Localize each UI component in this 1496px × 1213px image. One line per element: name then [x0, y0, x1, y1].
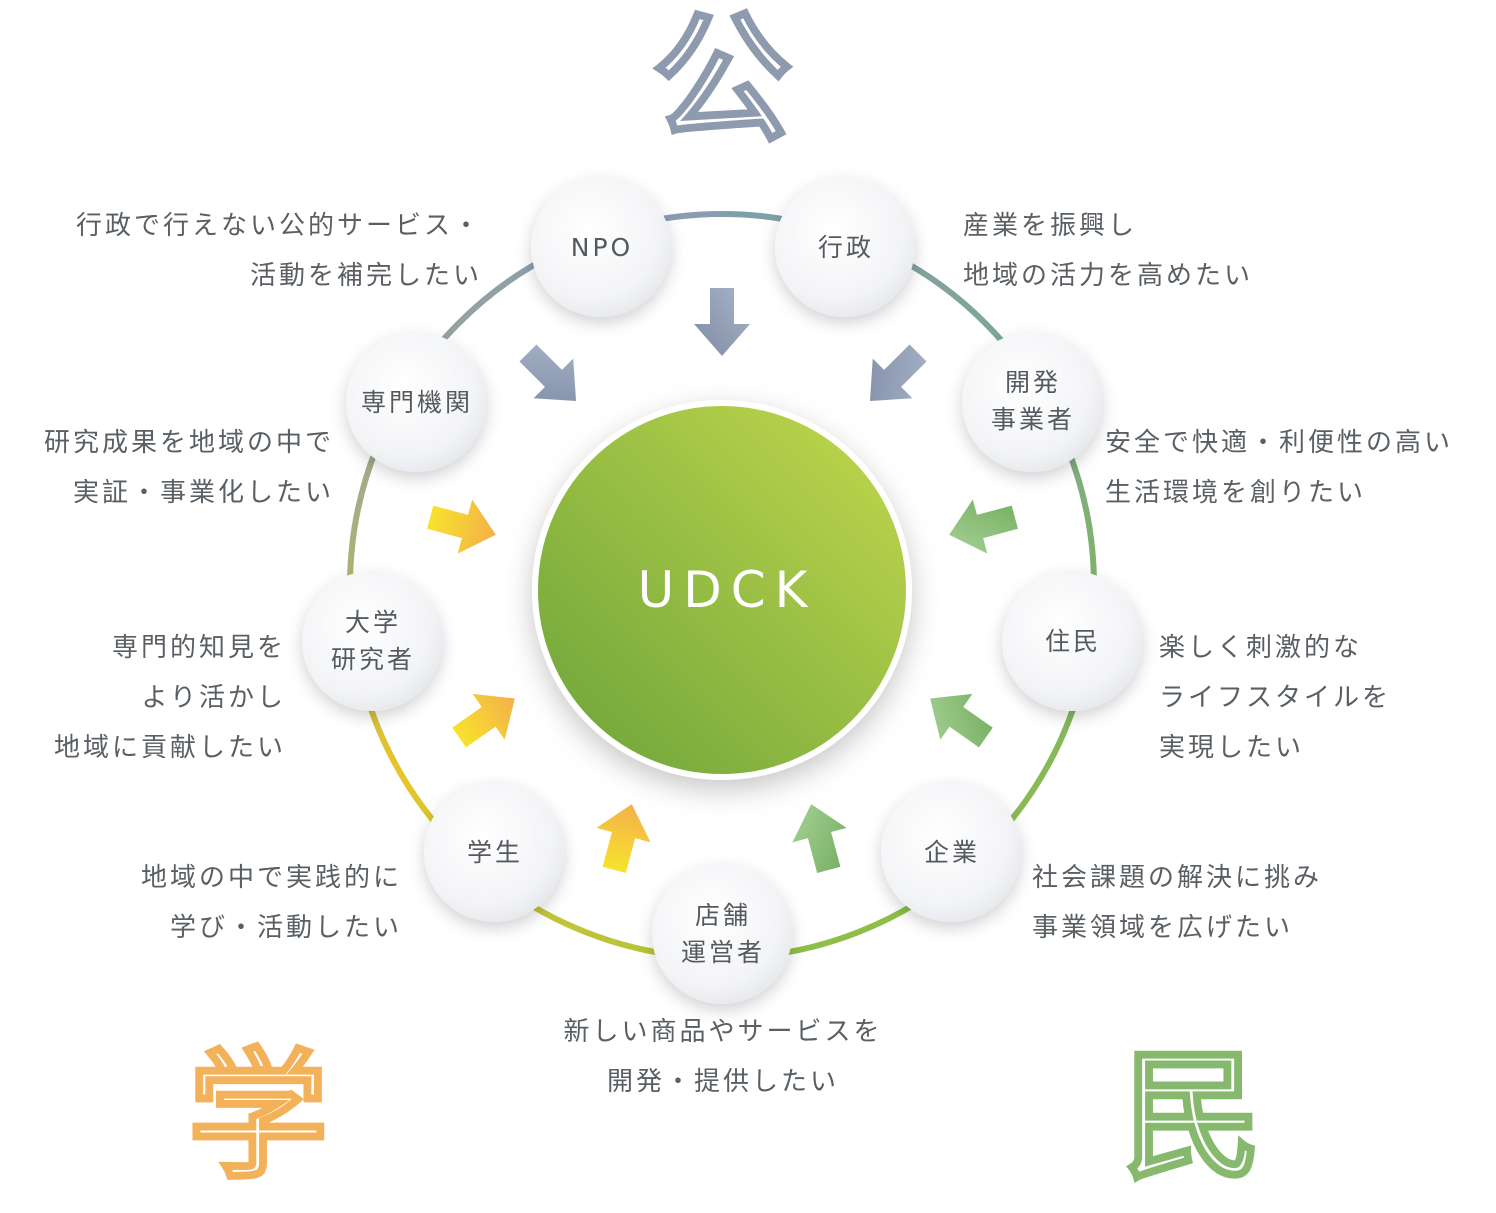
desc-line: 実現したい	[1159, 733, 1304, 763]
arrow-mid-right	[949, 499, 1018, 554]
desc-line: 専門的知見を	[112, 633, 286, 663]
center-label: UDCK	[638, 561, 817, 619]
node-label: NPO	[571, 233, 633, 262]
desc-line: 生活環境を創りたい	[1105, 478, 1366, 508]
desc-line: 実証・事業化したい	[73, 478, 334, 508]
node-jumin: 住民	[1002, 571, 1142, 711]
node-label: 運営者	[681, 938, 765, 967]
node-label: 事業者	[991, 405, 1075, 434]
desc-line: 行政で行えない公的サービス・	[76, 211, 482, 241]
desc-line: 社会課題の解決に挑み	[1032, 863, 1322, 893]
desc-line: 研究成果を地域の中で	[44, 428, 334, 458]
node-label: 開発	[1005, 368, 1061, 397]
arrow-lower-right	[930, 693, 993, 748]
desc-kaihatsu: 安全で快適・利便性の高い 生活環境を創りたい	[1105, 428, 1453, 508]
node-label: 住民	[1045, 627, 1101, 656]
node-kaihatsu: 開発 事業者	[962, 332, 1102, 472]
node-senmon: 専門機関	[346, 332, 486, 472]
desc-daigaku: 専門的知見を より活かし 地域に貢献したい	[54, 633, 286, 763]
node-label: 大学	[345, 608, 401, 637]
desc-gyosei: 産業を振興し 地域の活力を高めたい	[963, 211, 1253, 291]
desc-line: 地域に貢献したい	[54, 733, 286, 763]
desc-line: 地域の活力を高めたい	[963, 261, 1253, 291]
arrow-mid-left	[427, 499, 496, 554]
node-label: 研究者	[331, 645, 415, 674]
arrow-upper-left	[519, 344, 577, 402]
desc-line: 活動を補完したい	[250, 261, 482, 291]
desc-line: 学び・活動したい	[170, 913, 402, 943]
desc-line: 楽しく刺激的な	[1159, 633, 1362, 663]
desc-jumin: 楽しく刺激的な ライフスタイルを 実現したい	[1159, 633, 1391, 763]
node-npo: NPO	[531, 177, 671, 317]
node-label: 企業	[924, 838, 980, 867]
arrow-bottom-left	[596, 804, 651, 873]
sector-public-label: 公	[652, 0, 792, 162]
desc-line: 安全で快適・利便性の高い	[1105, 428, 1453, 458]
center-circle	[532, 400, 912, 780]
desc-line: ライフスタイルを	[1159, 683, 1391, 713]
node-kigyo: 企業	[881, 782, 1021, 922]
sector-private-label: 民	[1122, 1036, 1262, 1199]
desc-line: 新しい商品やサービスを	[563, 1017, 882, 1047]
desc-npo: 行政で行えない公的サービス・ 活動を補完したい	[76, 211, 482, 291]
node-gakusei: 学生	[424, 782, 564, 922]
desc-gakusei: 地域の中で実践的に 学び・活動したい	[141, 863, 402, 943]
desc-line: より活かし	[142, 683, 286, 713]
node-label: 専門機関	[361, 388, 473, 417]
desc-line: 開発・提供したい	[607, 1067, 839, 1097]
sector-academic-label: 学	[188, 1036, 328, 1199]
desc-line: 事業領域を広げたい	[1032, 913, 1293, 943]
desc-tenpo: 新しい商品やサービスを 開発・提供したい	[563, 1017, 882, 1097]
node-label: 学生	[467, 838, 523, 867]
arrow-top	[694, 288, 750, 356]
desc-senmon: 研究成果を地域の中で 実証・事業化したい	[44, 428, 334, 508]
node-gyosei: 行政	[775, 177, 915, 317]
arrow-upper-right	[869, 344, 927, 402]
node-label: 店舗	[695, 901, 751, 930]
desc-line: 地域の中で実践的に	[141, 863, 402, 893]
node-tenpo: 店舗 運営者	[652, 864, 792, 1004]
arrow-bottom-right	[792, 804, 847, 873]
desc-kigyo: 社会課題の解決に挑み 事業領域を広げたい	[1032, 863, 1322, 943]
node-label: 行政	[818, 233, 874, 262]
arrow-lower-left	[452, 693, 515, 748]
desc-line: 産業を振興し	[963, 211, 1137, 241]
node-daigaku: 大学 研究者	[302, 571, 442, 711]
